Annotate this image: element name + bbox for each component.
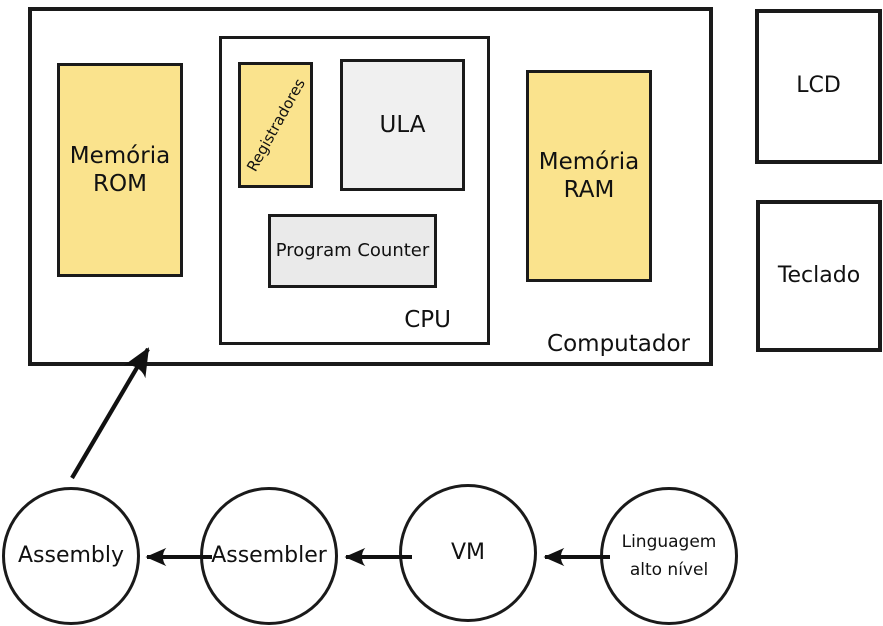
cpu-label: CPU [404, 307, 451, 333]
teclado-label: Teclado [777, 262, 861, 288]
lcd-box: LCD [755, 9, 882, 164]
ram-label-line1: Memória [538, 148, 640, 175]
assembly-circle: Assembly [2, 487, 140, 625]
registradores-box: Registradores [238, 62, 313, 188]
registradores-label: Registradores [242, 75, 309, 175]
rom-label: Memória ROM [60, 66, 180, 274]
arrow-assembly-to-computador [70, 347, 150, 480]
program-counter-box: Program Counter [268, 214, 437, 288]
ula-label: ULA [379, 111, 426, 138]
vm-circle: VM [399, 484, 537, 622]
high-level-label-line2: alto nível [629, 560, 709, 580]
high-level-label-line1: Linguagem [621, 531, 717, 552]
ram-label-line2: RAM [563, 177, 615, 203]
lcd-label: LCD [796, 73, 841, 99]
rom-box: Memória ROM [57, 63, 183, 277]
assembly-label: Assembly [17, 542, 125, 568]
vm-label: VM [450, 539, 486, 565]
ula-box: ULA [340, 59, 465, 191]
ram-box: Memória RAM [526, 70, 652, 282]
assembler-label: Assembler [211, 542, 327, 568]
high-level-circle: Linguagem alto nível [600, 487, 738, 625]
program-counter-label: Program Counter [275, 240, 430, 262]
teclado-box: Teclado [756, 200, 882, 352]
assembler-circle: Assembler [200, 487, 338, 625]
ram-label: Memória RAM [529, 73, 649, 279]
rom-label-line1: Memória [69, 142, 171, 169]
rom-label-line2: ROM [93, 171, 147, 197]
computador-label: Computador [547, 331, 690, 357]
